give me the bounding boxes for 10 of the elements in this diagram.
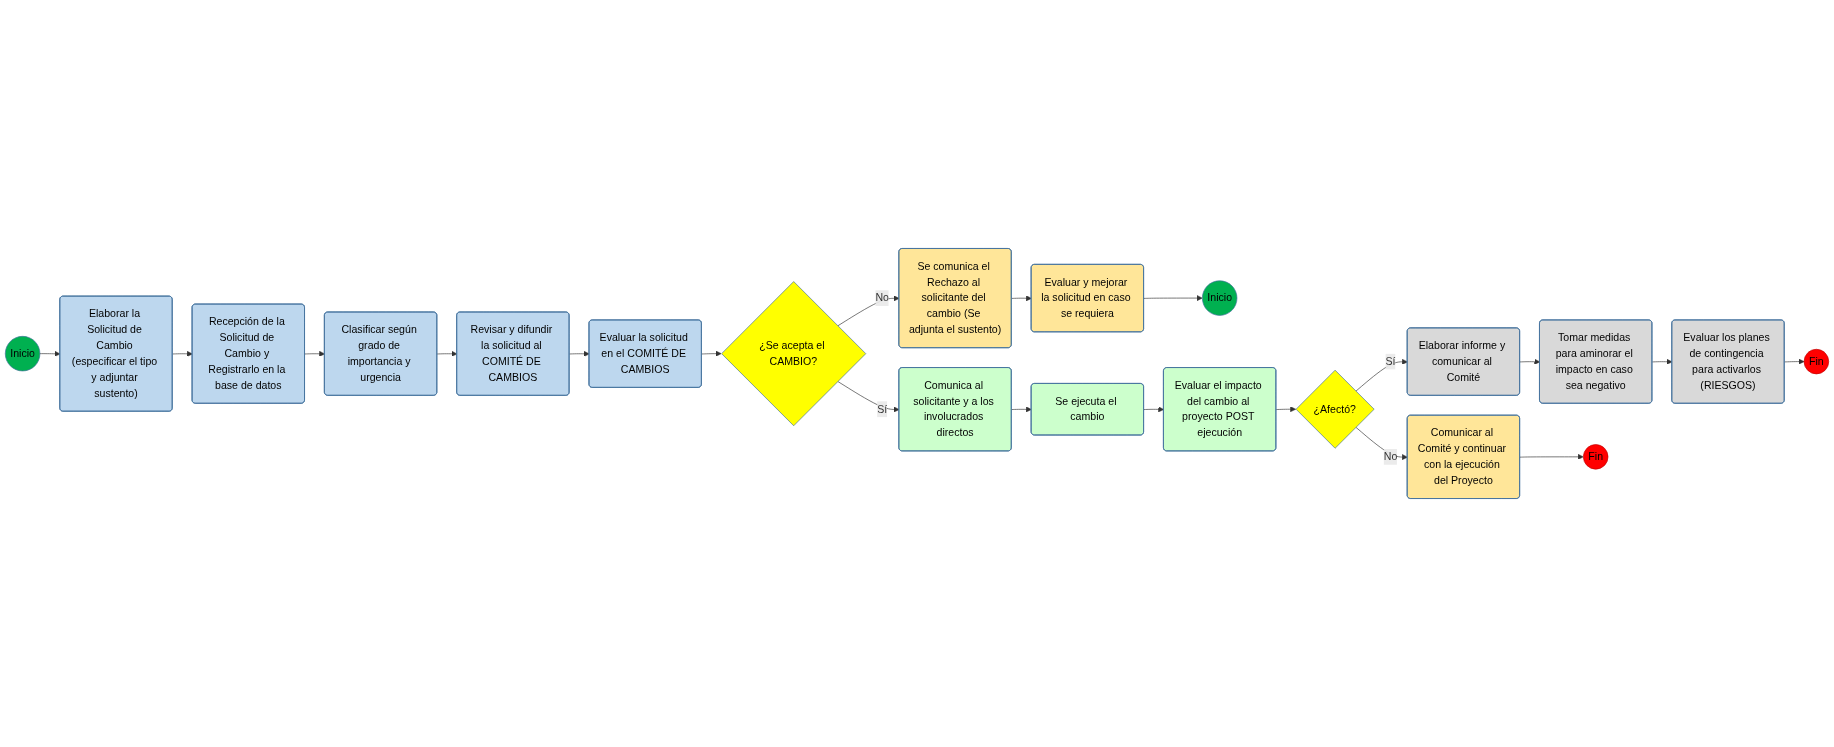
edge-label: No xyxy=(1383,450,1398,463)
edge-label: No xyxy=(875,292,889,304)
node-circle: Inicio xyxy=(1202,280,1238,316)
node-circle: Fin xyxy=(1803,348,1830,375)
edge-label: Sí xyxy=(877,403,888,415)
node-diamond: ¿Se acepta el CAMBIO? xyxy=(721,281,867,427)
node-circle: Inicio xyxy=(4,336,41,372)
node-circle: Fin xyxy=(1583,444,1609,470)
node-diamond: ¿Afectó? xyxy=(1295,369,1375,449)
edge-label: Sí xyxy=(1385,355,1396,367)
